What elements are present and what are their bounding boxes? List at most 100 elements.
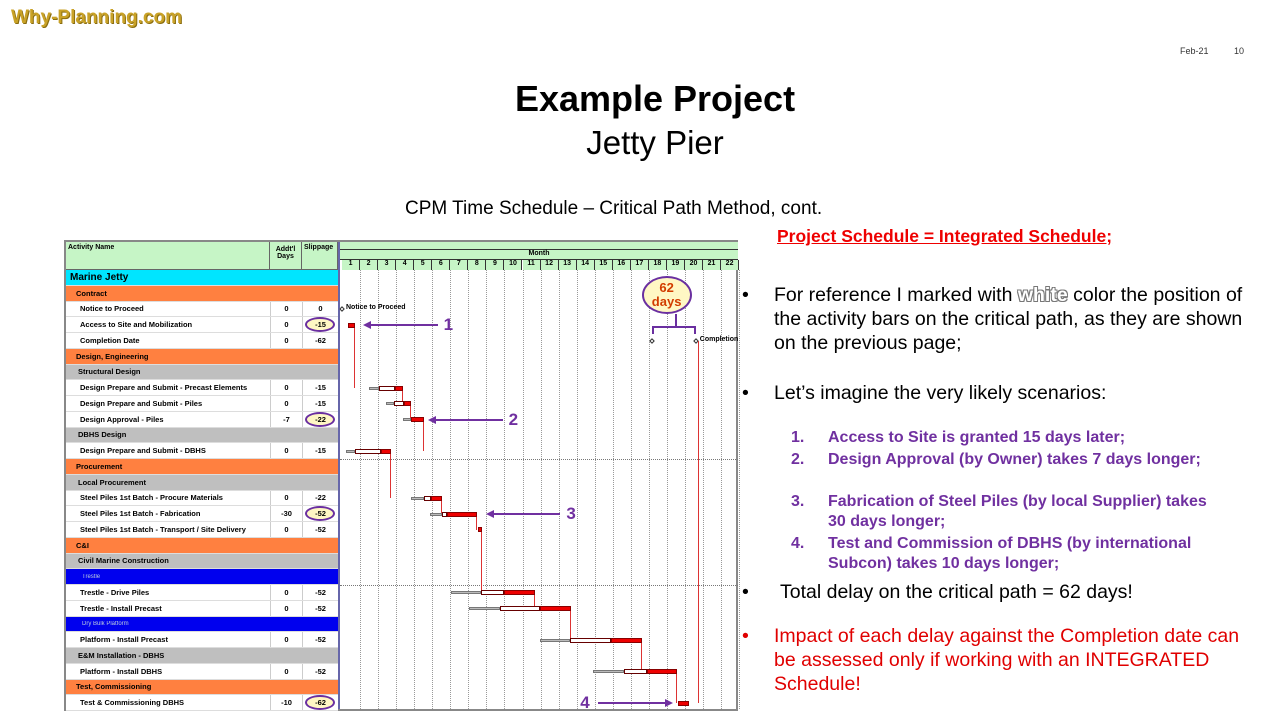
addl-days-value: 0 — [284, 446, 289, 456]
arrow-head-icon — [363, 321, 372, 330]
scenario-number: 4. — [791, 535, 805, 552]
slippage-value: -22 — [315, 493, 326, 503]
link-line — [422, 422, 424, 452]
table-row: Test & Commissioning DBHS-10-62 — [66, 695, 338, 711]
slippage-value: -15 — [315, 446, 326, 456]
link-line — [402, 390, 403, 404]
scenario-text: Access to Site is granted 15 days later; — [828, 429, 1126, 446]
slippage-value: -15 — [315, 398, 326, 408]
critical-delay-bar — [395, 385, 403, 391]
gridline — [378, 270, 380, 709]
month-number: 4 — [396, 260, 415, 270]
milestone-diamond-icon — [339, 306, 345, 313]
original-bar — [480, 590, 505, 596]
baseline-bar — [410, 496, 424, 500]
arrow-head-icon — [664, 699, 673, 708]
month-number: 15 — [594, 260, 613, 270]
activity-name: Completion Date — [80, 335, 140, 345]
gridline — [684, 270, 686, 709]
table-row: Civil Marine Construction — [66, 553, 338, 570]
slippage: -15 — [302, 443, 338, 458]
month-number: 20 — [684, 260, 703, 270]
activity-name: Design Prepare and Submit - DBHS — [80, 446, 206, 456]
scenario-item: 1.Access to Site is granted 15 days late… — [791, 428, 1211, 448]
month-number: 11 — [522, 260, 541, 270]
addl-days-value: -10 — [281, 698, 292, 708]
gridline — [414, 270, 416, 709]
delay-bracket — [652, 326, 696, 334]
marker-number: 2 — [508, 409, 519, 429]
table-row: Design Prepare and Submit - Precast Elem… — [66, 380, 338, 396]
slippage: -52 — [302, 522, 338, 537]
month-number: 1 — [342, 260, 361, 270]
addl-days-value: 0 — [284, 383, 289, 393]
month-number: 10 — [504, 260, 523, 270]
addl-days: 0 — [270, 317, 302, 332]
activity-name: Design Prepare and Submit - Piles — [80, 398, 203, 408]
slippage-value: -52 — [315, 666, 326, 676]
activity-name: E&M Installation - DBHS — [78, 650, 165, 660]
addl-days-value: 0 — [284, 304, 289, 314]
addl-days: 0 — [270, 663, 302, 679]
critical-delay-bar — [430, 495, 442, 501]
gridline — [504, 270, 506, 709]
critical-delay-bar — [677, 700, 689, 706]
original-bar — [569, 637, 611, 643]
activity-name: Design Prepare and Submit - Precast Elem… — [80, 383, 248, 393]
link-line — [533, 595, 535, 609]
addl-days-value: 0 — [284, 587, 289, 597]
activity-name: Dry Bulk Platform — [82, 620, 129, 627]
header-slippage: Slippage — [302, 242, 338, 270]
original-bar — [500, 606, 540, 612]
month-number: 6 — [432, 260, 451, 270]
table-row: Marine Jetty — [66, 270, 338, 286]
activity-name: Test, Commissioning — [76, 682, 152, 692]
baseline-bar — [403, 418, 411, 422]
marker-number: 1 — [443, 315, 454, 335]
scenario-item: 2.Design Approval (by Owner) takes 7 day… — [791, 450, 1211, 470]
baseline-bar — [592, 670, 624, 674]
slippage-value: -15 — [315, 320, 326, 330]
delay-bracket-stem — [675, 314, 678, 326]
activity-name: Design, Engineering — [76, 351, 149, 361]
month-number: 22 — [721, 260, 740, 270]
slippage: -52 — [302, 632, 338, 647]
month-label: Month — [340, 250, 738, 260]
arrow-head-icon — [486, 510, 495, 519]
slippage: -52 — [302, 585, 338, 600]
slippage: -22 — [302, 411, 338, 427]
critical-delay-bar — [477, 527, 483, 533]
milestone-diamond-icon — [649, 338, 656, 344]
table-row: Contract — [66, 285, 338, 302]
delay-unit: days — [651, 294, 682, 309]
critical-delay-bar — [380, 448, 391, 454]
addl-days: 0 — [270, 333, 302, 348]
slippage: -62 — [302, 333, 338, 348]
scenario-item: 4.Test and Commission of DBHS (by intern… — [791, 534, 1221, 574]
addl-days-value: 0 — [284, 666, 289, 676]
month-number: 3 — [378, 260, 397, 270]
slippage-highlight-circle — [305, 411, 335, 427]
link-line — [481, 532, 483, 593]
activity-name: Steel Piles 1st Batch - Fabrication — [80, 509, 201, 519]
gridline — [450, 270, 452, 709]
slippage-value: -52 — [315, 587, 326, 597]
bullet-text: Let’s imagine the very likely scenarios: — [774, 382, 1107, 404]
gridline — [432, 270, 434, 709]
scenario-number: 2. — [791, 451, 805, 468]
slippage-highlight-circle — [305, 317, 335, 333]
bullet-text: For reference I marked with — [774, 284, 1018, 306]
month-number: 5 — [414, 260, 433, 270]
bullet-dot: • — [742, 625, 749, 647]
original-bar — [423, 495, 431, 501]
table-row: Procurement — [66, 459, 338, 475]
slide-date: Feb-21 — [1180, 46, 1209, 56]
slippage-value: -52 — [315, 509, 326, 519]
slippage: -15 — [302, 317, 338, 333]
activity-name: Design Approval - Piles — [80, 414, 164, 424]
activity-name: C&I — [76, 540, 89, 550]
activity-name: Contract — [76, 288, 107, 298]
month-number: 19 — [666, 260, 685, 270]
